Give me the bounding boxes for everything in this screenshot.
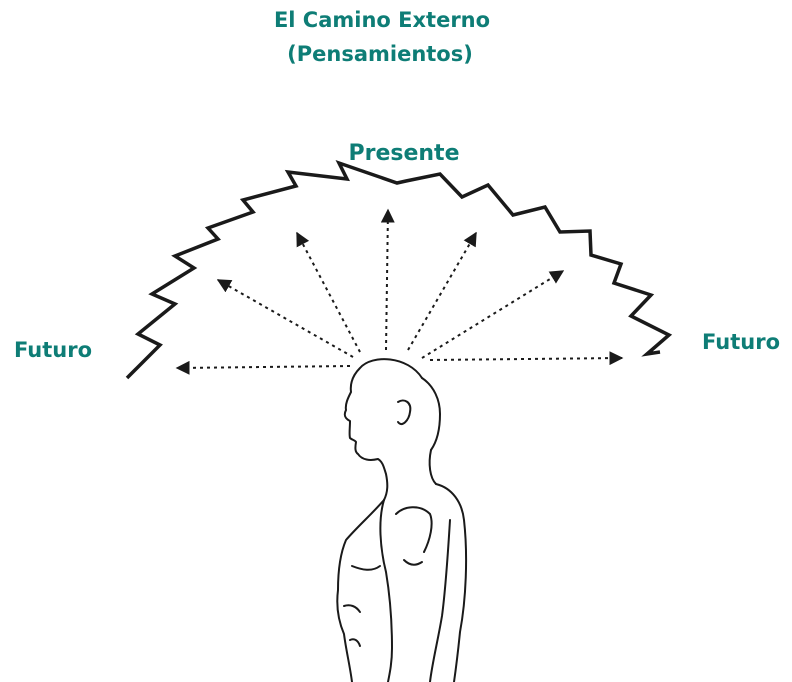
person-figure — [337, 359, 466, 682]
arrow-left — [218, 280, 353, 357]
zigzag-arc — [127, 163, 669, 378]
arrow-upper-left — [297, 233, 360, 352]
arrow-center — [386, 210, 388, 350]
arrow-upper-right — [408, 233, 476, 350]
arrow-far-right — [430, 358, 622, 360]
thought-arrows — [177, 210, 622, 368]
arrow-right — [422, 271, 563, 358]
arrow-far-left — [177, 366, 350, 368]
